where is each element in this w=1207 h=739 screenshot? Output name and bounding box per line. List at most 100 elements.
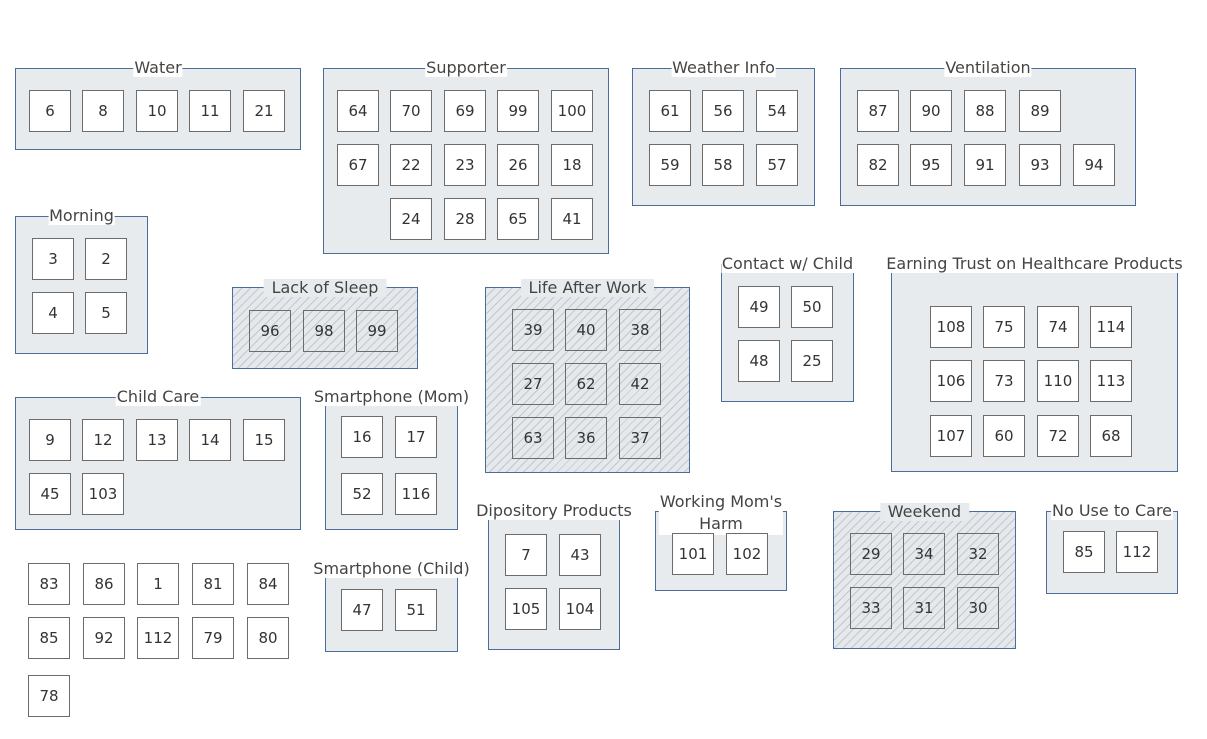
note-card[interactable]: 24 bbox=[390, 198, 432, 240]
note-card[interactable]: 74 bbox=[1037, 306, 1079, 348]
note-card[interactable]: 61 bbox=[649, 90, 691, 132]
ungrouped-note-card[interactable]: 84 bbox=[247, 563, 289, 605]
ungrouped-note-card[interactable]: 81 bbox=[192, 563, 234, 605]
ungrouped-note-card[interactable]: 83 bbox=[28, 563, 70, 605]
note-card[interactable]: 67 bbox=[337, 144, 379, 186]
note-card[interactable]: 42 bbox=[619, 363, 661, 405]
note-card[interactable]: 69 bbox=[444, 90, 486, 132]
note-card[interactable]: 96 bbox=[249, 310, 291, 352]
note-card[interactable]: 70 bbox=[390, 90, 432, 132]
note-card[interactable]: 88 bbox=[964, 90, 1006, 132]
note-card[interactable]: 6 bbox=[29, 90, 71, 132]
ungrouped-note-card[interactable]: 1 bbox=[137, 563, 179, 605]
note-card[interactable]: 8 bbox=[82, 90, 124, 132]
note-card[interactable]: 34 bbox=[903, 533, 945, 575]
note-card[interactable]: 25 bbox=[791, 340, 833, 382]
note-card[interactable]: 56 bbox=[702, 90, 744, 132]
note-card[interactable]: 47 bbox=[341, 589, 383, 631]
note-card[interactable]: 12 bbox=[82, 419, 124, 461]
note-card[interactable]: 37 bbox=[619, 417, 661, 459]
note-card[interactable]: 5 bbox=[85, 292, 127, 334]
note-card[interactable]: 3 bbox=[32, 238, 74, 280]
note-card[interactable]: 15 bbox=[243, 419, 285, 461]
note-card[interactable]: 68 bbox=[1090, 415, 1132, 457]
note-card[interactable]: 29 bbox=[850, 533, 892, 575]
note-card[interactable]: 63 bbox=[512, 417, 554, 459]
note-card[interactable]: 113 bbox=[1090, 360, 1132, 402]
note-card[interactable]: 65 bbox=[497, 198, 539, 240]
note-card[interactable]: 22 bbox=[390, 144, 432, 186]
note-card[interactable]: 105 bbox=[505, 588, 547, 630]
note-card[interactable]: 110 bbox=[1037, 360, 1079, 402]
note-card[interactable]: 45 bbox=[29, 473, 71, 515]
note-card[interactable]: 85 bbox=[1063, 531, 1105, 573]
note-card[interactable]: 14 bbox=[189, 419, 231, 461]
note-card[interactable]: 103 bbox=[82, 473, 124, 515]
note-card[interactable]: 48 bbox=[738, 340, 780, 382]
note-card[interactable]: 39 bbox=[512, 309, 554, 351]
note-card[interactable]: 89 bbox=[1019, 90, 1061, 132]
note-card[interactable]: 100 bbox=[551, 90, 593, 132]
note-card[interactable]: 7 bbox=[505, 534, 547, 576]
ungrouped-note-card[interactable]: 80 bbox=[247, 617, 289, 659]
note-card[interactable]: 108 bbox=[930, 306, 972, 348]
note-card[interactable]: 23 bbox=[444, 144, 486, 186]
note-card[interactable]: 33 bbox=[850, 587, 892, 629]
note-card[interactable]: 62 bbox=[565, 363, 607, 405]
note-card[interactable]: 73 bbox=[983, 360, 1025, 402]
note-card[interactable]: 54 bbox=[756, 90, 798, 132]
note-card[interactable]: 95 bbox=[910, 144, 952, 186]
note-card[interactable]: 60 bbox=[983, 415, 1025, 457]
note-card[interactable]: 57 bbox=[756, 144, 798, 186]
note-card[interactable]: 21 bbox=[243, 90, 285, 132]
note-card[interactable]: 28 bbox=[444, 198, 486, 240]
note-card[interactable]: 93 bbox=[1019, 144, 1061, 186]
note-card[interactable]: 106 bbox=[930, 360, 972, 402]
note-card[interactable]: 99 bbox=[497, 90, 539, 132]
note-card[interactable]: 36 bbox=[565, 417, 607, 459]
note-card[interactable]: 52 bbox=[341, 473, 383, 515]
note-card[interactable]: 75 bbox=[983, 306, 1025, 348]
note-card[interactable]: 99 bbox=[356, 310, 398, 352]
note-card[interactable]: 58 bbox=[702, 144, 744, 186]
note-card[interactable]: 49 bbox=[738, 286, 780, 328]
ungrouped-note-card[interactable]: 79 bbox=[192, 617, 234, 659]
note-card[interactable]: 32 bbox=[957, 533, 999, 575]
note-card[interactable]: 38 bbox=[619, 309, 661, 351]
ungrouped-note-card[interactable]: 92 bbox=[83, 617, 125, 659]
note-card[interactable]: 26 bbox=[497, 144, 539, 186]
note-card[interactable]: 27 bbox=[512, 363, 554, 405]
note-card[interactable]: 9 bbox=[29, 419, 71, 461]
note-card[interactable]: 82 bbox=[857, 144, 899, 186]
note-card[interactable]: 16 bbox=[341, 416, 383, 458]
note-card[interactable]: 30 bbox=[957, 587, 999, 629]
ungrouped-note-card[interactable]: 86 bbox=[83, 563, 125, 605]
note-card[interactable]: 101 bbox=[672, 533, 714, 575]
note-card[interactable]: 17 bbox=[395, 416, 437, 458]
note-card[interactable]: 102 bbox=[726, 533, 768, 575]
note-card[interactable]: 2 bbox=[85, 238, 127, 280]
note-card[interactable]: 10 bbox=[136, 90, 178, 132]
note-card[interactable]: 64 bbox=[337, 90, 379, 132]
note-card[interactable]: 43 bbox=[559, 534, 601, 576]
ungrouped-note-card[interactable]: 85 bbox=[28, 617, 70, 659]
note-card[interactable]: 18 bbox=[551, 144, 593, 186]
note-card[interactable]: 11 bbox=[189, 90, 231, 132]
note-card[interactable]: 91 bbox=[964, 144, 1006, 186]
ungrouped-note-card[interactable]: 112 bbox=[137, 617, 179, 659]
note-card[interactable]: 98 bbox=[303, 310, 345, 352]
note-card[interactable]: 114 bbox=[1090, 306, 1132, 348]
note-card[interactable]: 107 bbox=[930, 415, 972, 457]
note-card[interactable]: 40 bbox=[565, 309, 607, 351]
note-card[interactable]: 13 bbox=[136, 419, 178, 461]
note-card[interactable]: 50 bbox=[791, 286, 833, 328]
note-card[interactable]: 104 bbox=[559, 588, 601, 630]
note-card[interactable]: 72 bbox=[1037, 415, 1079, 457]
ungrouped-note-card[interactable]: 78 bbox=[28, 675, 70, 717]
note-card[interactable]: 41 bbox=[551, 198, 593, 240]
note-card[interactable]: 31 bbox=[903, 587, 945, 629]
note-card[interactable]: 87 bbox=[857, 90, 899, 132]
note-card[interactable]: 94 bbox=[1073, 144, 1115, 186]
note-card[interactable]: 112 bbox=[1116, 531, 1158, 573]
note-card[interactable]: 4 bbox=[32, 292, 74, 334]
